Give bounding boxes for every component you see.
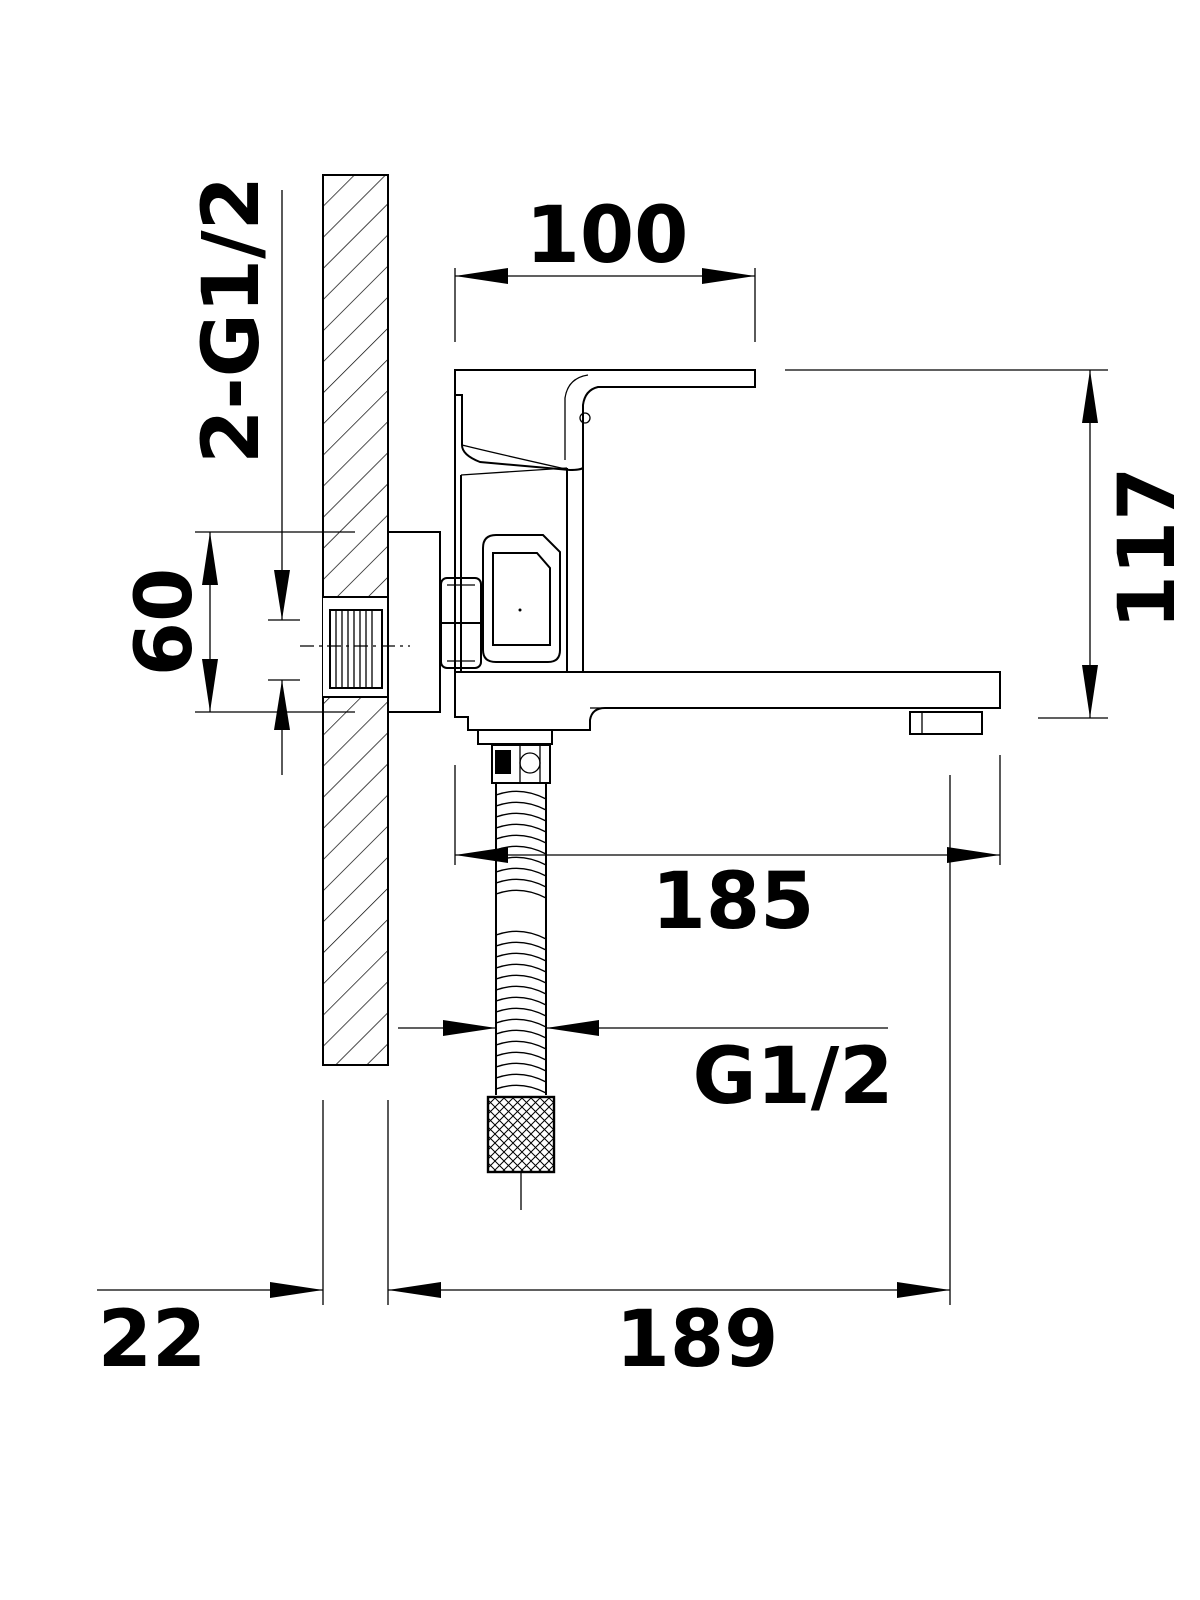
flex-hose xyxy=(486,744,556,1210)
hose-coil xyxy=(495,1029,547,1039)
hose-coil xyxy=(495,867,547,877)
hose-coil xyxy=(495,1007,547,1017)
hose-coil xyxy=(495,834,547,844)
dimension-100: 100 xyxy=(454,191,756,342)
hose-coil xyxy=(495,1051,547,1061)
hose-coil xyxy=(495,878,547,888)
dimension-60-label: 60 xyxy=(120,568,210,677)
faucet-body xyxy=(454,369,1001,745)
hose-coil xyxy=(495,1073,547,1083)
dimension-117: 117 xyxy=(785,369,1193,719)
dimension-117-label: 117 xyxy=(1103,467,1193,630)
hose-coil xyxy=(495,1062,547,1072)
hose-coil xyxy=(495,985,547,995)
threaded-inlet xyxy=(300,609,410,689)
hose-coil xyxy=(495,952,547,962)
dimension-185-label: 185 xyxy=(652,857,815,947)
dimension-g1-2: G1/2 xyxy=(398,1020,894,1122)
dimension-22: 22 xyxy=(97,1100,324,1385)
hose-coil xyxy=(495,1084,547,1094)
hose-coil xyxy=(495,1018,547,1028)
dimension-2-g1-2-label: 2-G1/2 xyxy=(187,176,277,464)
dimension-2-g1-2: 2-G1/2 xyxy=(187,176,300,775)
hose-coil xyxy=(495,823,547,833)
hose-coil xyxy=(495,930,547,940)
dimension-189: 189 xyxy=(387,775,951,1385)
dimension-100-label: 100 xyxy=(526,191,689,281)
mount-plate xyxy=(387,531,441,713)
dimension-185: 185 xyxy=(454,755,1001,947)
hose-coil xyxy=(495,941,547,951)
hose-coil xyxy=(495,790,547,800)
hose-coil xyxy=(495,889,547,899)
dimension-g1-2-label: G1/2 xyxy=(692,1032,893,1122)
wall-section xyxy=(322,174,389,1066)
hose-coil xyxy=(495,974,547,984)
dimension-60: 60 xyxy=(120,531,355,713)
hose-coil xyxy=(495,1040,547,1050)
dimension-189-label: 189 xyxy=(616,1295,779,1385)
hose-coil xyxy=(495,963,547,973)
dimension-22-label: 22 xyxy=(98,1295,207,1385)
hose-coil xyxy=(495,996,547,1006)
hose-coils xyxy=(495,790,547,1094)
hose-coil xyxy=(495,801,547,811)
hose-coil xyxy=(495,812,547,822)
